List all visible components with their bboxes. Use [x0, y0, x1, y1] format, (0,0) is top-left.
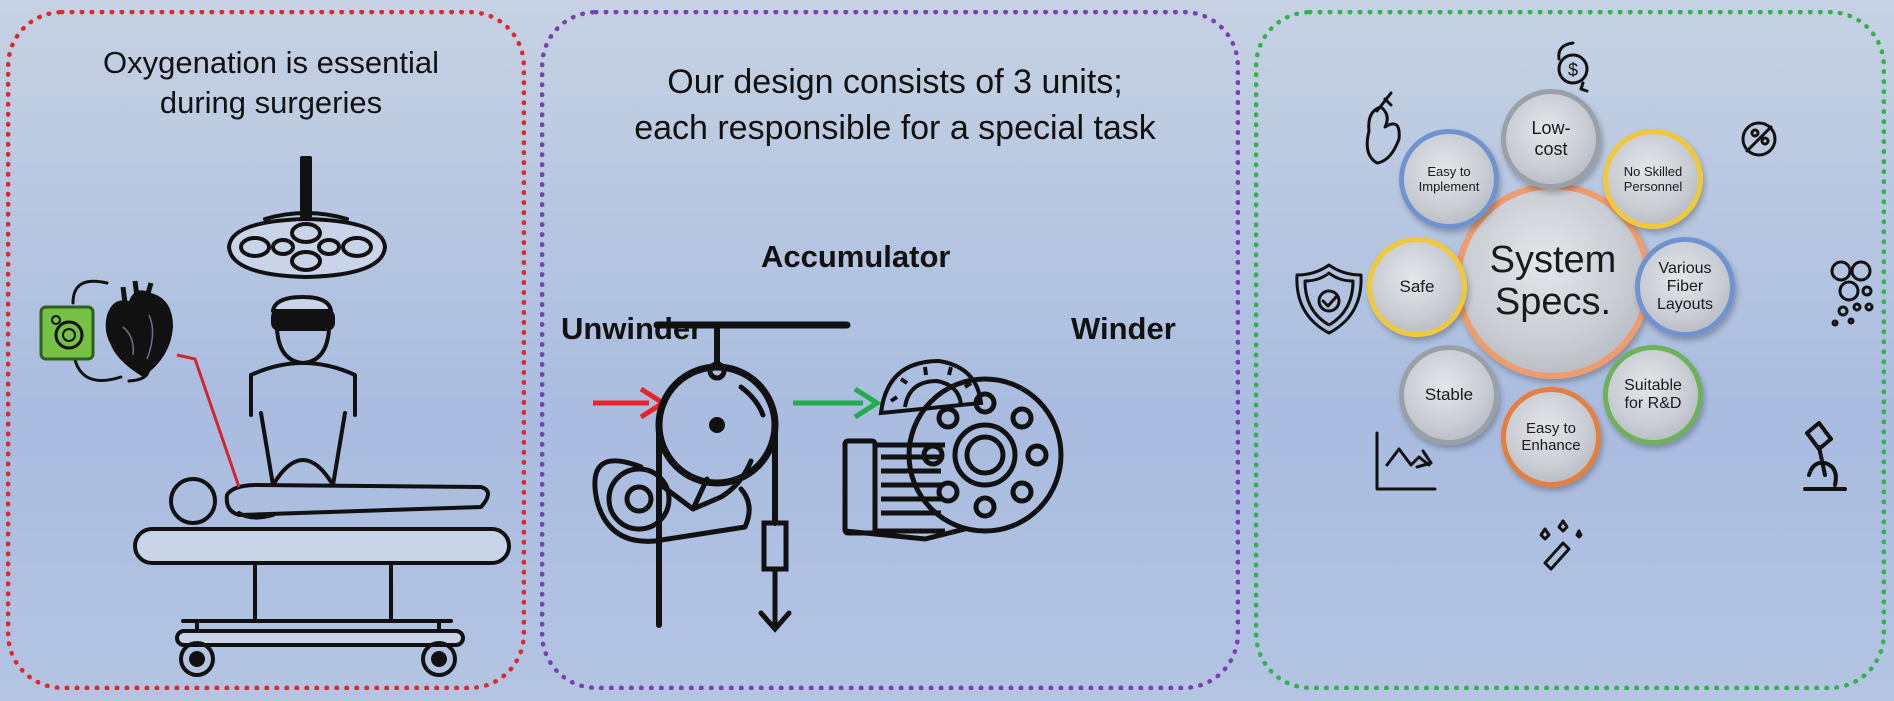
design-panel: Our design consists of 3 units; each res… — [540, 10, 1240, 690]
surgeon-icon — [249, 295, 357, 487]
title-line: Our design consists of 3 units; — [667, 63, 1123, 101]
surgery-panel-title: Oxygenation is essential during surgerie… — [11, 43, 531, 123]
design-panel-title: Our design consists of 3 units; each res… — [545, 59, 1245, 151]
dollar-cycle-icon: $ — [1557, 41, 1589, 93]
spec-text: Low- — [1531, 118, 1571, 138]
heart-icon — [105, 280, 173, 377]
easy-implement-hand-icon — [1365, 91, 1401, 165]
design-units-illustration — [592, 321, 1064, 633]
accumulator-label: Accumulator — [761, 239, 951, 274]
title-line: during surgeries — [159, 85, 383, 120]
shield-icon — [1295, 263, 1363, 335]
output-arrow-icon — [793, 386, 882, 420]
spec-text: Layouts — [1656, 296, 1714, 313]
spec-low-cost: Low-cost — [1501, 89, 1601, 189]
surgical-lamp-icon — [227, 156, 387, 279]
oxygenator-icon — [39, 305, 95, 361]
stable-chart-icon — [1375, 431, 1437, 491]
specs-icons: $ — [1295, 41, 1874, 571]
title-line: Oxygenation is essential — [102, 45, 440, 80]
system-specs-panel: $ — [1254, 10, 1886, 690]
spec-text: No Skilled — [1623, 164, 1683, 179]
magic-wand-icon — [1539, 519, 1583, 571]
accumulator-pulley-icon — [653, 321, 851, 633]
spec-text: Personnel — [1623, 179, 1683, 194]
surgery-panel: Oxygenation is essential during surgerie… — [6, 10, 526, 690]
spec-text: Enhance — [1521, 437, 1581, 454]
spec-stable: Stable — [1399, 345, 1499, 445]
fiber-layout-dots-icon — [1830, 260, 1874, 327]
spec-text: Various — [1658, 260, 1712, 277]
spec-text: cost — [1534, 139, 1568, 159]
operating-table-icon — [133, 527, 511, 677]
spec-text: Implement — [1418, 179, 1480, 194]
spec-text: Suitable — [1624, 377, 1682, 394]
no-personnel-icon — [1741, 121, 1777, 157]
winder-spool-icon — [842, 376, 1064, 542]
microscope-icon — [1803, 421, 1847, 491]
spec-text: Safe — [1399, 277, 1435, 296]
unwinder-tape-icon — [592, 458, 754, 544]
spec-text: for R&D — [1624, 395, 1682, 412]
spec-text: Easy to — [1427, 164, 1471, 179]
oxygen-tube-line — [176, 353, 241, 488]
center-line: System — [1489, 239, 1617, 281]
spec-text: Easy to — [1525, 420, 1577, 437]
title-line: each responsible for a special task — [634, 109, 1156, 147]
svg-text:$: $ — [1568, 60, 1578, 80]
spec-text: Stable — [1424, 385, 1474, 404]
spec-safe: Safe — [1367, 237, 1467, 337]
patient-icon — [169, 477, 490, 525]
spec-text: Fiber — [1666, 278, 1704, 295]
winder-label: Winder — [1071, 311, 1176, 346]
center-line: Specs. — [1494, 281, 1612, 323]
protractor-icon — [878, 358, 984, 416]
operating-room-illustration — [39, 156, 511, 677]
input-arrow-icon — [593, 386, 668, 420]
